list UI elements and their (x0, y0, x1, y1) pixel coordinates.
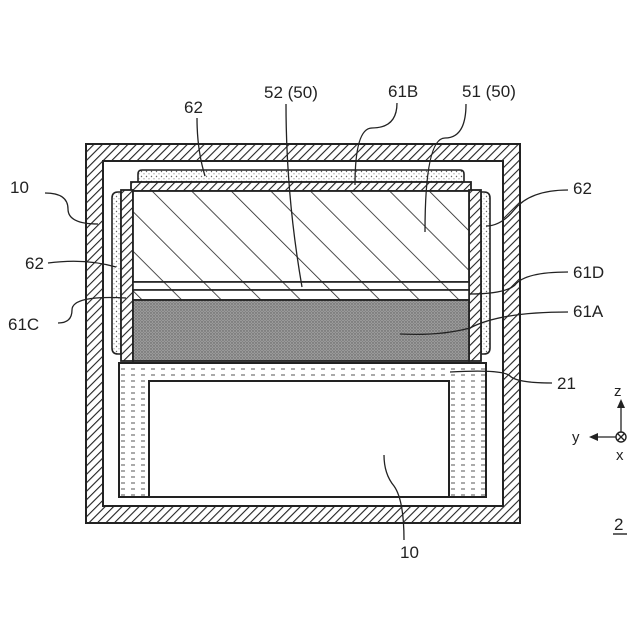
label-61D: 61D (573, 263, 604, 282)
z-arrow-icon (617, 399, 625, 408)
layer-61A (133, 300, 469, 361)
y-arrow-icon (589, 433, 598, 441)
label-21: 21 (557, 374, 576, 393)
layer-61-right-wall (469, 190, 481, 361)
label-52: 52 (50) (264, 83, 318, 102)
label-10-left: 10 (10, 178, 29, 197)
label-51: 51 (50) (462, 82, 516, 101)
layer-51 (133, 191, 469, 282)
leader-62-right (486, 190, 568, 226)
axis-z-label: z (614, 383, 622, 400)
label-62-left: 62 (25, 254, 44, 273)
label-10-bottom: 10 (400, 543, 419, 562)
coating-62-top (138, 170, 464, 182)
axis-y-label: y (572, 429, 580, 446)
cavity-10 (149, 381, 449, 497)
label-61C: 61C (8, 315, 39, 334)
label-61A: 61A (573, 302, 604, 321)
layer-61D (133, 290, 469, 300)
label-61B: 61B (388, 82, 418, 101)
label-62-right: 62 (573, 179, 592, 198)
layer-61C (121, 190, 133, 361)
figure-number-text: 2 (614, 515, 623, 534)
coating-62-left (112, 192, 121, 354)
leader-62-left (48, 261, 116, 267)
label-62-topleft: 62 (184, 98, 203, 117)
figure-number: 2 (613, 515, 627, 534)
axis-x-label: x (616, 447, 624, 464)
axis-indicator: z y x (572, 383, 626, 464)
coating-62-right (481, 192, 490, 354)
layer-61B (131, 182, 471, 191)
